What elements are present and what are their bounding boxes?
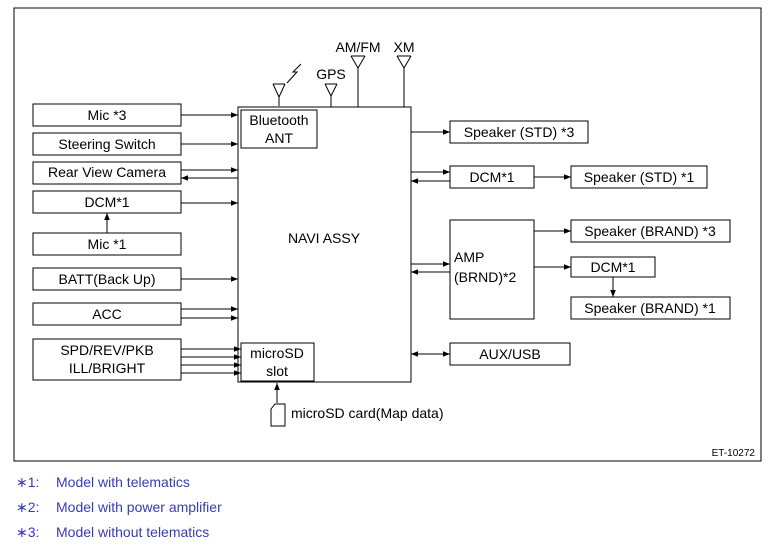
bluetooth-ant-box (240, 109, 318, 149)
bluetooth-antenna-icon (272, 63, 302, 106)
mic1-label: Mic *1 (88, 236, 127, 252)
speaker-std1-box (570, 165, 708, 189)
amp-brnd-label: (BRND)*2 (454, 269, 516, 285)
rear-view-camera-box (32, 161, 182, 185)
navi-assy-box (237, 106, 412, 383)
footnote-text: Model with power amplifier (56, 499, 222, 515)
acc-box (32, 302, 182, 326)
speaker-brand3-label: Speaker (BRAND) *3 (584, 223, 716, 239)
footnote-text: Model without telematics (56, 524, 210, 540)
microsd-label: microSD (250, 345, 304, 361)
microsd-card-icon (270, 403, 286, 427)
diagram-frame (13, 7, 762, 462)
footnote-mark: ∗2: (16, 499, 40, 515)
rear-view-camera-label: Rear View Camera (48, 164, 166, 180)
bluetooth-label: Bluetooth (249, 112, 308, 128)
diagram-code: ET-10272 (712, 448, 756, 459)
dcm1-output-label: DCM*1 (469, 169, 514, 185)
dcm1-input-label: DCM*1 (84, 194, 129, 210)
speaker-std3-box (449, 120, 589, 144)
navi-assy-label: NAVI ASSY (288, 230, 361, 246)
batt-label: BATT(Back Up) (59, 271, 156, 287)
footnote-mark: ∗3: (16, 524, 40, 540)
footnote-text: Model with telematics (56, 474, 190, 490)
amp-label: AMP (454, 249, 484, 265)
speaker-std3-label: Speaker (STD) *3 (464, 124, 575, 140)
ant-label: ANT (265, 130, 293, 146)
footnotes: ∗1: Model with telematics ∗2: Model with p… (16, 470, 222, 545)
amfm-antenna-icon (350, 55, 366, 107)
mic3-label: Mic *3 (88, 107, 127, 123)
speaker-std1-label: Speaker (STD) *1 (584, 169, 695, 185)
speaker-brand3-box (570, 219, 731, 243)
steering-switch-label: Steering Switch (58, 136, 155, 152)
microsd-card-label: microSD card(Map data) (291, 405, 444, 421)
gps-label: GPS (316, 66, 346, 82)
speaker-brand1-box (570, 296, 731, 320)
amp-box (449, 219, 535, 320)
microsd-slot-box (240, 342, 315, 382)
xm-label: XM (394, 39, 415, 55)
footnote-2: ∗2: Model with power amplifier (16, 495, 222, 520)
gps-antenna-icon (324, 83, 338, 107)
spd-label: SPD/REV/PKB (60, 342, 153, 358)
acc-label: ACC (92, 306, 122, 322)
footnote-1: ∗1: Model with telematics (16, 470, 222, 495)
dcm1-brand-label: DCM*1 (590, 259, 635, 275)
xm-antenna-icon (396, 55, 412, 107)
slot-label: slot (266, 363, 288, 379)
aux-usb-box (449, 342, 571, 366)
footnote-3: ∗3: Model without telematics (16, 520, 222, 545)
speaker-brand1-label: Speaker (BRAND) *1 (584, 300, 716, 316)
amfm-label: AM/FM (335, 39, 380, 55)
ill-label: ILL/BRIGHT (69, 360, 146, 376)
footnote-mark: ∗1: (16, 474, 40, 490)
aux-usb-label: AUX/USB (479, 346, 540, 362)
spd-ill-box (32, 338, 182, 381)
